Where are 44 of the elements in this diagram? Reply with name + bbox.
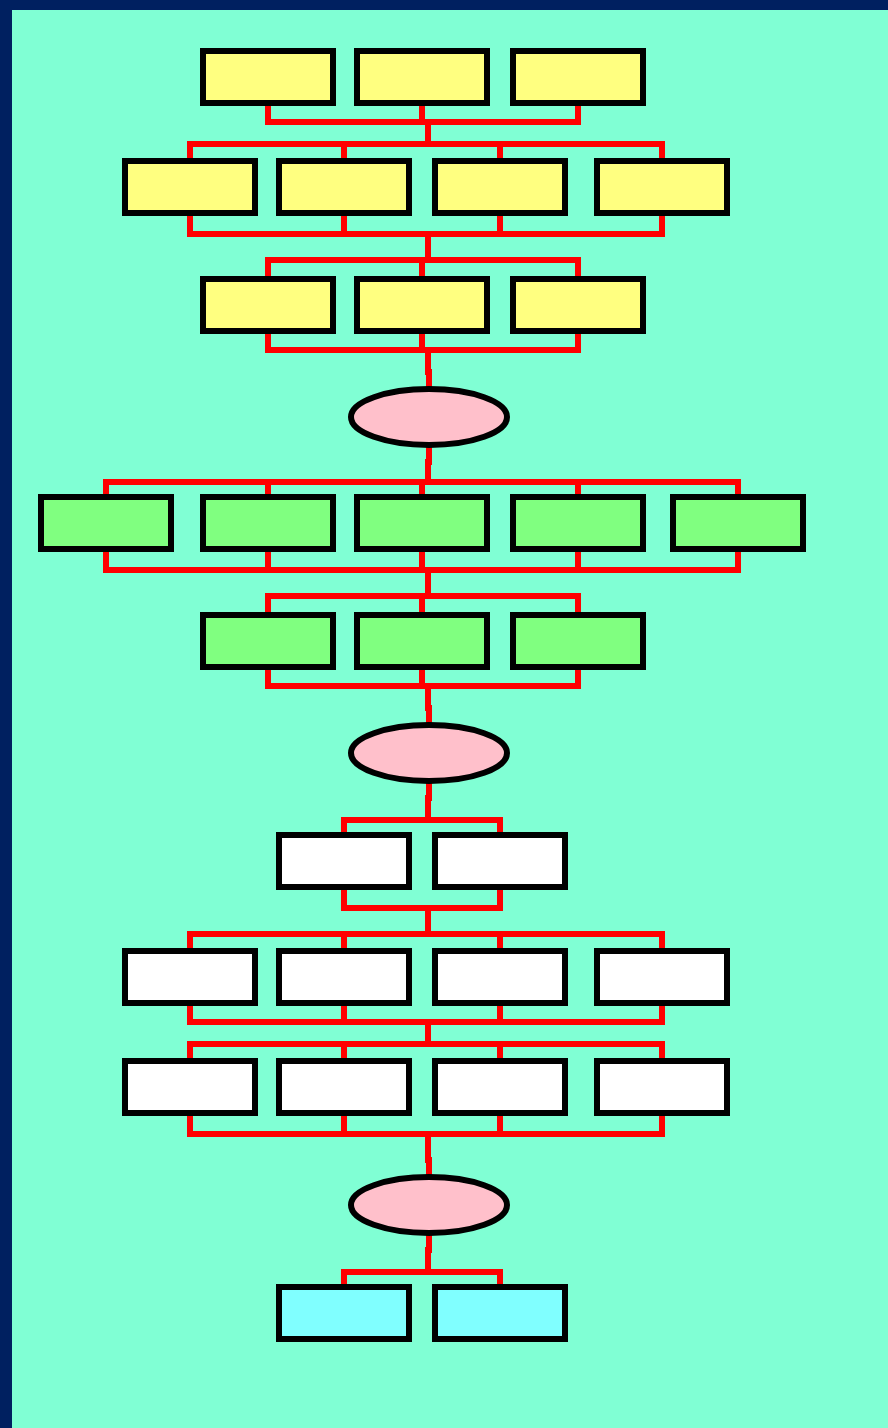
process-box bbox=[594, 158, 730, 216]
connector-line bbox=[187, 213, 665, 279]
process-box bbox=[200, 48, 336, 106]
process-box bbox=[510, 276, 646, 334]
process-box bbox=[432, 158, 568, 216]
connector-line bbox=[187, 1003, 665, 1061]
process-box bbox=[122, 1058, 258, 1116]
process-box bbox=[354, 494, 490, 552]
connector-line bbox=[187, 103, 665, 161]
process-box bbox=[432, 1284, 568, 1342]
process-box bbox=[510, 48, 646, 106]
process-box bbox=[122, 158, 258, 216]
connector-line bbox=[265, 331, 581, 389]
process-box bbox=[276, 1284, 412, 1342]
process-box bbox=[276, 1058, 412, 1116]
process-box bbox=[510, 494, 646, 552]
connector-line bbox=[341, 781, 503, 835]
process-box bbox=[200, 612, 336, 670]
ellipse-node bbox=[348, 1174, 510, 1236]
process-box bbox=[432, 1058, 568, 1116]
process-box bbox=[670, 494, 806, 552]
process-box bbox=[432, 832, 568, 890]
ellipse-node bbox=[348, 722, 510, 784]
process-box bbox=[432, 948, 568, 1006]
connector-line bbox=[265, 667, 581, 725]
process-box bbox=[510, 612, 646, 670]
connector-line bbox=[103, 445, 741, 497]
process-box bbox=[200, 276, 336, 334]
process-box bbox=[594, 1058, 730, 1116]
process-box bbox=[594, 948, 730, 1006]
connector-line bbox=[187, 887, 665, 951]
process-box bbox=[276, 948, 412, 1006]
process-box bbox=[200, 494, 336, 552]
process-box bbox=[38, 494, 174, 552]
process-box bbox=[354, 276, 490, 334]
connector-line bbox=[187, 1113, 665, 1177]
process-box bbox=[354, 48, 490, 106]
process-box bbox=[276, 158, 412, 216]
connector-line bbox=[341, 1233, 503, 1287]
process-box bbox=[122, 948, 258, 1006]
process-box bbox=[354, 612, 490, 670]
ellipse-node bbox=[348, 386, 510, 448]
connector-line bbox=[103, 549, 741, 615]
process-box bbox=[276, 832, 412, 890]
